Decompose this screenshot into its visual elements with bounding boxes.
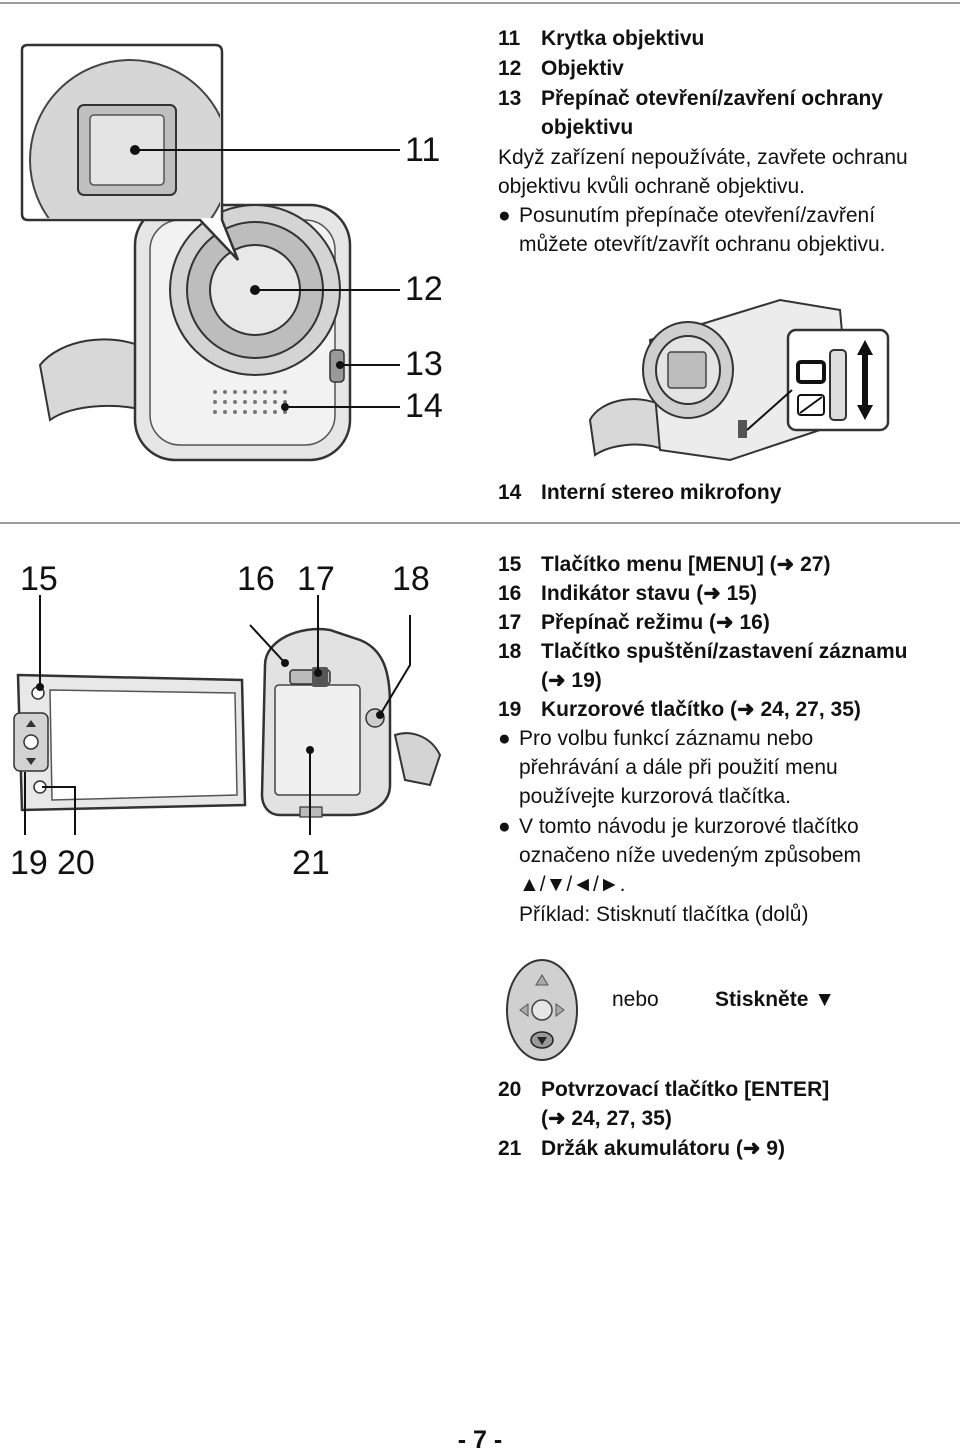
camcorder-side-illustration [588, 298, 890, 462]
bullet-icon: ● [498, 727, 511, 750]
top-separator [0, 2, 960, 4]
item-number: 16 [498, 582, 522, 605]
example-text: Příklad: Stisknutí tlačítka (dolů) [519, 903, 809, 926]
item-number: 17 [498, 611, 522, 634]
bullet-text: Posunutím přepínače otevření/zavření [519, 204, 876, 227]
item-label: Interní stereo mikrofony [541, 481, 782, 504]
item-label: Indikátor stavu (➜ 15) [541, 582, 757, 605]
item-label: Objektiv [541, 57, 624, 80]
callout-20: 20 [57, 844, 95, 882]
item-label: Potvrzovací tlačítko [ENTER] [541, 1078, 830, 1101]
item-label: Držák akumulátoru (➜ 9) [541, 1137, 785, 1160]
bullet-icon: ● [498, 815, 511, 838]
bullet-text-cont: ▲/▼/◄/►. [519, 873, 626, 896]
callout-14: 14 [405, 387, 443, 425]
callout-12: 12 [405, 270, 443, 308]
item-20-label-cont: (➜ 24, 27, 35) [541, 1107, 672, 1130]
item-number: 20 [498, 1078, 522, 1101]
bullet-text-cont: označeno níže uvedeným způsobem [519, 844, 862, 867]
description-line: Když zařízení nepoužíváte, zavřete ochra… [498, 146, 908, 169]
item-number: 19 [498, 698, 522, 721]
item-number: 21 [498, 1137, 522, 1160]
callout-17: 17 [297, 560, 335, 598]
callout-21: 21 [292, 844, 330, 882]
item-number: 12 [498, 57, 522, 80]
middle-separator [0, 522, 960, 524]
callout-11: 11 [405, 131, 441, 169]
or-text: nebo [612, 988, 659, 1011]
cursor-button-icon [506, 959, 578, 1061]
item-label: Tlačítko menu [MENU] (➜ 27) [541, 553, 831, 576]
page-number: - 7 - [457, 1426, 503, 1454]
callout-13: 13 [405, 345, 443, 383]
item-number: 15 [498, 553, 522, 576]
camcorder-lcd-illustration [13, 595, 442, 835]
press-down-label: Stiskněte ▼ [715, 988, 835, 1011]
item-number: 14 [498, 481, 522, 504]
item-number: 13 [498, 87, 522, 110]
item-13-label-cont: objektivu [541, 116, 634, 139]
item-label: Přepínač otevření/zavření ochrany [541, 87, 883, 110]
item-number: 18 [498, 640, 522, 663]
item-label: Tlačítko spuštění/zastavení záznamu [541, 640, 908, 663]
description-line: objektivu kvůli ochraně objektivu. [498, 175, 806, 198]
bullet-text-cont: přehrávání a dále při použití menu [519, 756, 838, 779]
bullet-text: Pro volbu funkcí záznamu nebo [519, 727, 814, 750]
callout-19: 19 [10, 844, 48, 882]
callout-16: 16 [237, 560, 275, 598]
item-18-label-cont: (➜ 19) [541, 669, 602, 692]
camcorder-front-illustration [20, 43, 400, 462]
bullet-icon: ● [498, 204, 511, 227]
item-number: 11 [498, 27, 521, 50]
callout-18: 18 [392, 560, 430, 598]
item-label: Přepínač režimu (➜ 16) [541, 611, 770, 634]
bullet-text-cont: můžete otevřít/zavřít ochranu objektivu. [519, 233, 886, 256]
item-label: Krytka objektivu [541, 27, 705, 50]
callout-15: 15 [20, 560, 58, 598]
bullet-text: V tomto návodu je kurzorové tlačítko [519, 815, 859, 838]
bullet-text-cont: používejte kurzorová tlačítka. [519, 785, 791, 808]
item-label: Kurzorové tlačítko (➜ 24, 27, 35) [541, 698, 861, 721]
